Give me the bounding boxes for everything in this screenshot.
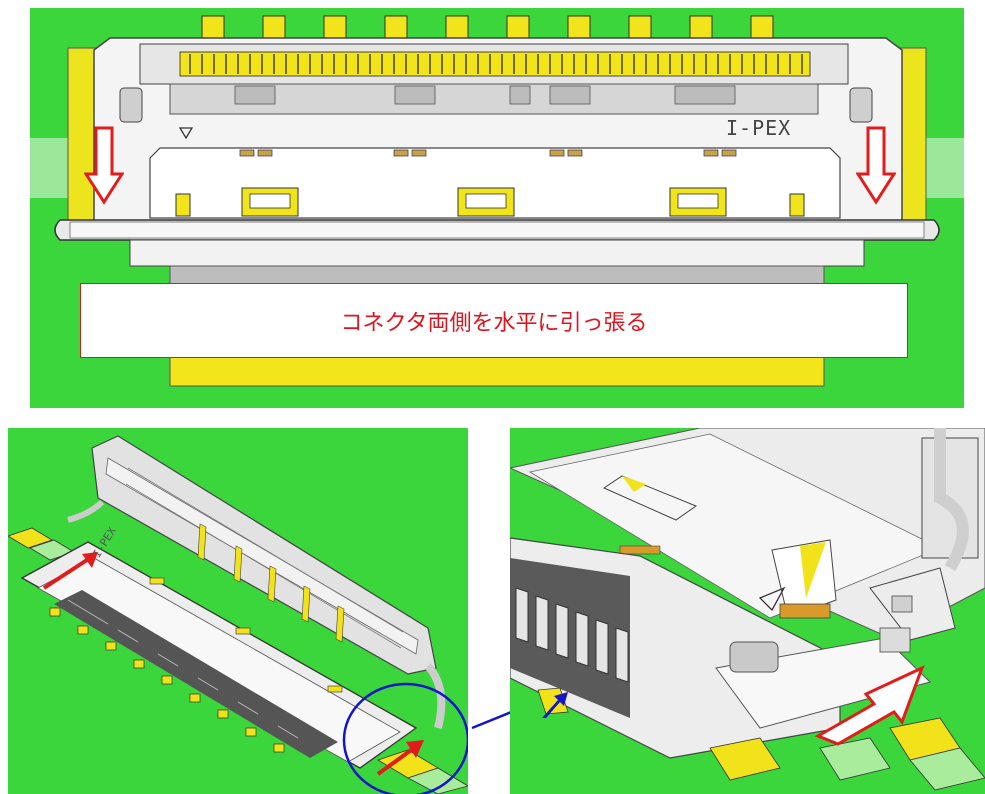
down-arrow-icon <box>84 126 124 205</box>
pull-arrow-icon <box>542 692 568 718</box>
magnify-circle-icon <box>342 682 468 794</box>
pull-arrow-icon <box>814 665 925 746</box>
isometric-connector-view: I-PEX <box>8 428 468 794</box>
brand-mark: I-PEX <box>726 116 792 140</box>
connector-isometric-drawing <box>8 435 468 794</box>
instruction-callout: コネクタ両側を水平に引っ張る <box>80 283 908 358</box>
top-connector-view: I-PEX コネクタ両側を水平に引っ張る <box>30 8 964 408</box>
pull-arrow-icon <box>376 740 424 776</box>
pull-arrow-icon <box>42 552 98 590</box>
instruction-text: コネクタ両側を水平に引っ張る <box>340 310 648 336</box>
down-arrow-icon <box>856 126 896 205</box>
zoomed-detail-view <box>510 428 985 794</box>
connector-detail-drawing <box>510 428 985 791</box>
